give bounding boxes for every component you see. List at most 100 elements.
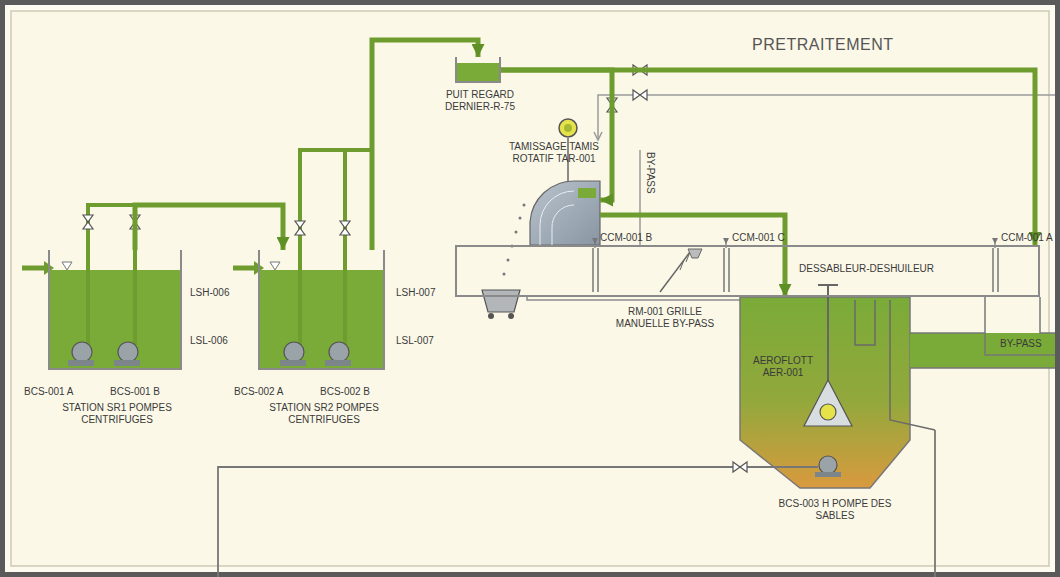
gate-tag: CCM-001 C (732, 232, 785, 244)
bypass-return-line (639, 150, 641, 245)
pipe-connector (501, 70, 612, 200)
screenings-bin (482, 204, 526, 320)
station-sr1 (50, 270, 180, 368)
grid-tag: RM-001 GRILLE MANUELLE BY-PASS (612, 306, 718, 329)
pump-tag: BCS-002 B (320, 386, 370, 398)
valve-symbols (340, 221, 350, 235)
node-label: AEROFLOTT AER-001 (750, 355, 816, 378)
screenings-bin (482, 290, 520, 312)
sand-line (218, 430, 935, 577)
channel-gates (527, 238, 998, 300)
station-sr1 (62, 262, 72, 270)
screenings-bin (503, 273, 506, 276)
station-sr2 (233, 150, 383, 368)
aeroflott-tank (815, 472, 841, 477)
screenings-bin (523, 204, 526, 207)
station-sr2 (284, 342, 304, 362)
gate-tag: CCM-001 B (600, 232, 652, 244)
station-sr1 (88, 205, 135, 345)
tamis-rotatif (578, 188, 596, 198)
bypass-return-line (598, 95, 1055, 140)
channel-gates (592, 238, 998, 244)
bypass-label: BY-PASS (1000, 338, 1042, 350)
inspection-well: PUIT REGARD DERNIER-R-75 (455, 57, 501, 83)
puit-regard (457, 63, 499, 81)
station-sr1 (114, 360, 140, 366)
station-sr1 (22, 205, 180, 368)
aeroflott-tank (819, 456, 837, 474)
rotary-screen: TAMISSAGE TAMIS ROTATIF TAR-001 (530, 181, 600, 245)
station-sr1 (68, 360, 94, 366)
bypass-return-line (594, 132, 602, 140)
station-sr2 (325, 360, 351, 366)
screenings-bin (488, 313, 494, 319)
level-switch-tag: LSH-006 (190, 287, 229, 299)
frame (5, 5, 1055, 572)
node-label: STATION SR2 POMPES CENTRIFUGES (252, 402, 396, 425)
sand-line (934, 430, 936, 577)
node-label: TAMISSAGE TAMIS ROTATIF TAR-001 (508, 141, 600, 164)
outlet-and-bypass (985, 297, 1055, 355)
aeroflott-tank (740, 297, 910, 488)
valve-symbols (83, 215, 93, 229)
pump-station-tank: STATION SR1 POMPES CENTRIFUGES (48, 250, 182, 370)
station-sr2 (300, 150, 372, 345)
pipe-connector (135, 205, 283, 250)
aeroflotation-tank: AEROFLOTT AER-001 (740, 297, 910, 440)
valve-symbols (83, 65, 747, 472)
pump-tag: BCS-002 A (234, 386, 283, 398)
screenings-bin (507, 259, 510, 262)
channel-gates (680, 252, 690, 270)
level-switch-tag: LSL-007 (396, 335, 434, 347)
pump-tag: BCS-001 A (24, 386, 73, 398)
bypass-return-line (594, 95, 1055, 245)
bypass-label: BY-PASS (645, 152, 657, 194)
outlet-and-bypass (910, 333, 1055, 368)
station-sr2 (329, 342, 349, 362)
screenings-bin (508, 313, 514, 319)
pipe-connector (372, 40, 478, 250)
pipe-connector (501, 70, 1035, 245)
outlet-and-bypass (910, 333, 1055, 368)
outlet-and-bypass (910, 297, 1055, 368)
diagram-title: PRETRAITEMENT (752, 36, 894, 54)
station-sr1 (118, 342, 138, 362)
gate-tag: CCM-001 A (1001, 232, 1053, 244)
node-label: STATION SR1 POMPES CENTRIFUGES (45, 402, 189, 425)
aeroflott-tank (820, 404, 836, 420)
screenings-bin (519, 217, 522, 220)
tamis-rotatif (564, 124, 572, 132)
grit-oil-channel: DESSABLEUR-DESHUILEUR (455, 245, 1040, 297)
screenings-bin (515, 231, 518, 234)
pump-station-tank: STATION SR2 POMPES CENTRIFUGES (258, 250, 385, 370)
aeroflott-tank (855, 300, 875, 345)
aeroflott-tank (740, 285, 935, 488)
node-label: PUIT REGARD DERNIER-R-75 (435, 89, 525, 112)
level-switch-tag: LSL-006 (190, 335, 228, 347)
station-sr2 (233, 266, 254, 271)
puit-regard (457, 63, 499, 81)
pipe-connector (600, 215, 785, 297)
channel-gates (688, 249, 702, 258)
station-sr2 (270, 262, 280, 270)
level-switch-tag: LSH-007 (396, 287, 435, 299)
aeroflott-tank (804, 380, 852, 426)
pump-tag: BCS-001 B (110, 386, 160, 398)
station-sr2 (280, 360, 306, 366)
valve-symbols (733, 462, 747, 472)
station-sr1 (72, 342, 92, 362)
aeroflott-tank (818, 285, 838, 380)
station-sr2 (260, 270, 383, 368)
valve-symbols (295, 221, 305, 235)
tamis-rotatif (530, 181, 600, 245)
channel-gates (660, 252, 690, 292)
station-sr1 (22, 266, 44, 271)
node-label: DESSABLEUR-DESHUILEUR (799, 263, 959, 275)
